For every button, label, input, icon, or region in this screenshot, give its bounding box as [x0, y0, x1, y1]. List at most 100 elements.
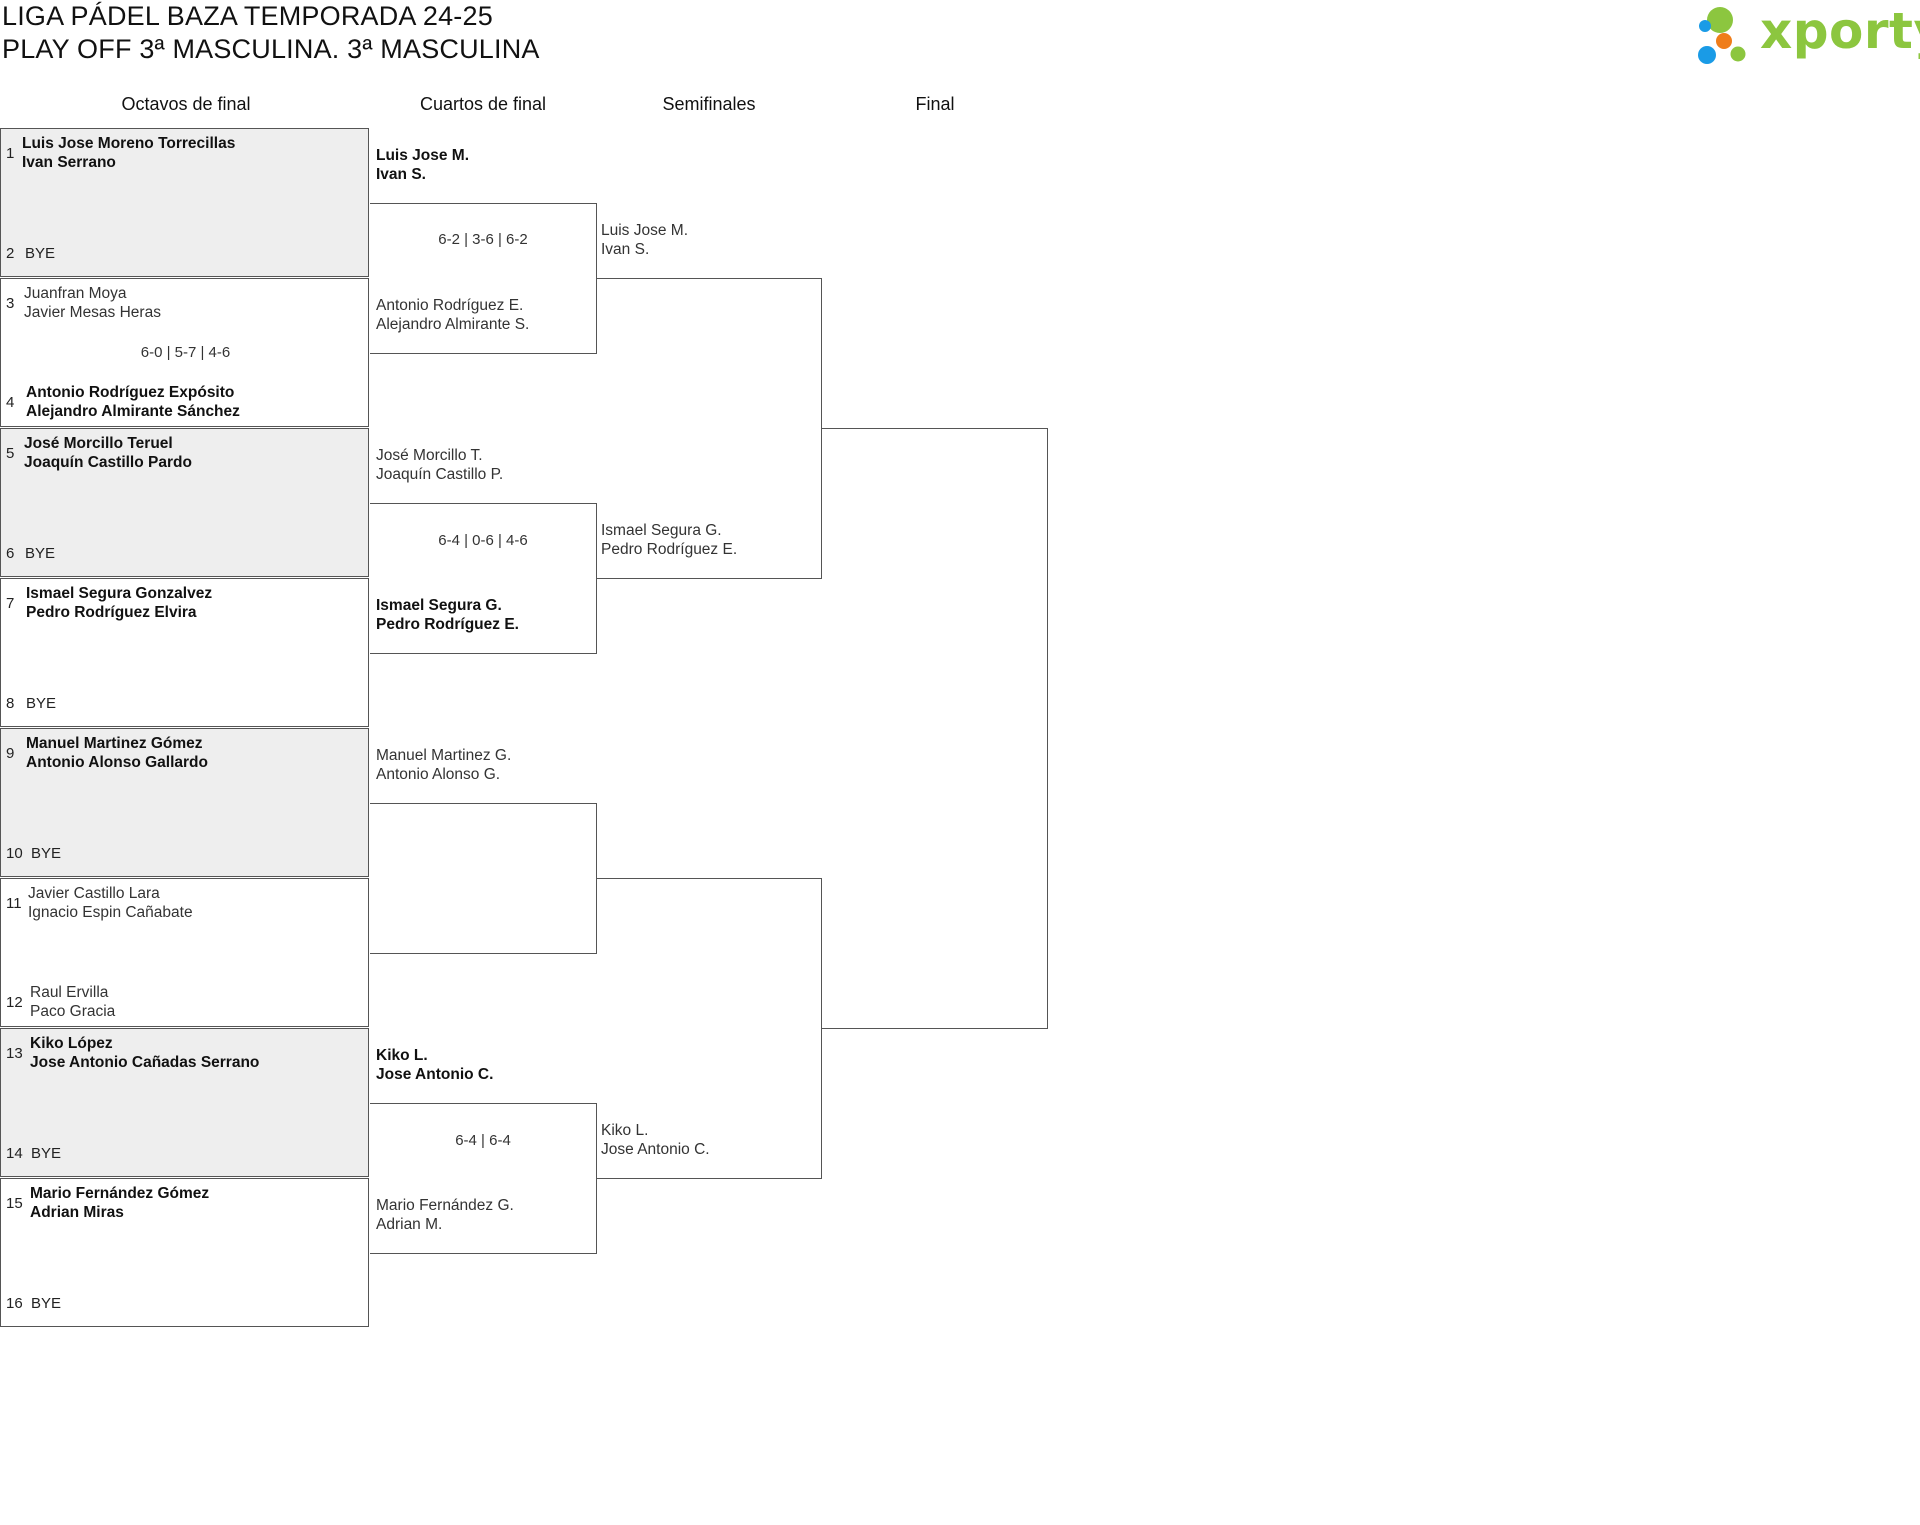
player-name: José Morcillo Teruel	[24, 435, 173, 452]
team-names: Javier Castillo Lara Ignacio Espin Cañab…	[28, 884, 193, 922]
seed-number: 7	[6, 595, 15, 612]
seed-number: 4	[6, 394, 15, 411]
octavos-match-2: 3 Juanfran Moya Javier Mesas Heras 6-0 |…	[0, 278, 369, 427]
semifinal-1-top-team: Luis Jose M. Ivan S.	[601, 221, 688, 259]
cuartos-3-top-team: Manuel Martinez G. Antonio Alonso G.	[376, 746, 511, 784]
seed-number: 3	[6, 295, 15, 312]
seed-number: 2	[6, 245, 15, 262]
player-name: Javier Castillo Lara	[28, 885, 160, 902]
player-name: José Morcillo T.	[376, 447, 483, 464]
player-name: Jose Antonio Cañadas Serrano	[30, 1054, 260, 1071]
cuartos-4-top-team: Kiko L. Jose Antonio C.	[376, 1046, 493, 1084]
octavos-match-6: 11 Javier Castillo Lara Ignacio Espin Ca…	[0, 878, 369, 1027]
player-name: Antonio Rodríguez Expósito	[26, 384, 235, 401]
team-names: Juanfran Moya Javier Mesas Heras	[24, 284, 161, 322]
seed-number: 6	[6, 545, 15, 562]
cuartos-4-bottom-team: Mario Fernández G. Adrian M.	[376, 1196, 514, 1234]
player-name: Juanfran Moya	[24, 285, 127, 302]
bye-label: BYE	[25, 245, 56, 262]
seed-number: 9	[6, 745, 15, 762]
bye-label: BYE	[25, 545, 56, 562]
player-name: Ignacio Espin Cañabate	[28, 904, 193, 921]
team-names: Manuel Martinez Gómez Antonio Alonso Gal…	[26, 734, 208, 772]
team-names: Antonio Rodríguez Expósito Alejandro Alm…	[26, 383, 240, 421]
team-names: Ismael Segura Gonzalvez Pedro Rodríguez …	[26, 584, 212, 622]
player-name: Pedro Rodríguez Elvira	[26, 604, 197, 621]
seed-number: 13	[6, 1045, 23, 1062]
cuartos-bracket-3	[370, 803, 597, 954]
team-names: Kiko López Jose Antonio Cañadas Serrano	[30, 1034, 259, 1072]
cuartos-2-score: 6-4 | 0-6 | 4-6	[438, 532, 528, 549]
player-name: Ismael Segura G.	[601, 522, 722, 539]
page-title-line1: LIGA PÁDEL BAZA TEMPORADA 24-25	[2, 1, 493, 31]
player-name: Pedro Rodríguez E.	[601, 541, 738, 558]
seed-number: 5	[6, 445, 15, 462]
seed-number: 10	[6, 845, 23, 862]
cuartos-1-score: 6-2 | 3-6 | 6-2	[438, 231, 528, 248]
team-names: José Morcillo Teruel Joaquín Castillo Pa…	[24, 434, 192, 472]
octavos-match-5: 9 Manuel Martinez Gómez Antonio Alonso G…	[0, 728, 369, 877]
final-bracket	[821, 428, 1048, 1029]
player-name: Ismael Segura G.	[376, 597, 502, 614]
player-name: Manuel Martinez Gómez	[26, 735, 203, 752]
cuartos-4-score: 6-4 | 6-4	[455, 1132, 511, 1149]
cuartos-2-top-team: José Morcillo T. Joaquín Castillo P.	[376, 446, 503, 484]
player-name: Luis Jose Moreno Torrecillas	[22, 135, 236, 152]
page-title-line2: PLAY OFF 3ª MASCULINA. 3ª MASCULINA	[2, 34, 540, 64]
player-name: Joaquín Castillo P.	[376, 466, 504, 483]
seed-number: 8	[6, 695, 15, 712]
octavos-match-3: 5 José Morcillo Teruel Joaquín Castillo …	[0, 428, 369, 577]
player-name: Antonio Alonso Gallardo	[26, 754, 208, 771]
seed-number: 1	[6, 145, 15, 162]
player-name: Adrian M.	[376, 1216, 443, 1233]
player-name: Mario Fernández Gómez	[30, 1185, 210, 1202]
octavos-match-1: 1 Luis Jose Moreno Torrecillas Ivan Serr…	[0, 128, 369, 277]
bye-label: BYE	[31, 845, 62, 862]
match-score: 6-0 | 5-7 | 4-6	[140, 344, 231, 361]
cuartos-2-bottom-team: Ismael Segura G. Pedro Rodríguez E.	[376, 596, 519, 634]
cuartos-1-top-team: Luis Jose M. Ivan S.	[376, 146, 469, 184]
player-name: Adrian Miras	[30, 1204, 124, 1221]
player-name: Ivan S.	[601, 241, 650, 258]
octavos-match-4: 7 Ismael Segura Gonzalvez Pedro Rodrígue…	[0, 578, 369, 727]
seed-number: 16	[6, 1295, 23, 1312]
round-header-final: Final	[915, 94, 955, 114]
player-name: Luis Jose M.	[601, 222, 689, 239]
player-name: Jose Antonio C.	[601, 1141, 710, 1158]
player-name: Alejandro Almirante Sánchez	[26, 403, 240, 420]
semifinal-2-bottom-team: Kiko L. Jose Antonio C.	[601, 1121, 710, 1159]
semifinal-1-bottom-team: Ismael Segura G. Pedro Rodríguez E.	[601, 521, 737, 559]
bye-label: BYE	[26, 695, 57, 712]
cuartos-1-bottom-team: Antonio Rodríguez E. Alejandro Almirante…	[376, 296, 529, 334]
player-name: Alejandro Almirante S.	[376, 316, 530, 333]
player-name: Joaquín Castillo Pardo	[24, 454, 192, 471]
logo-dots-icon	[1698, 7, 1746, 64]
round-header-semifinales: Semifinales	[662, 94, 756, 114]
player-name: Kiko L.	[376, 1047, 428, 1064]
player-name: Kiko López	[30, 1035, 113, 1052]
player-name: Paco Gracia	[30, 1003, 116, 1020]
bye-label: BYE	[31, 1295, 62, 1312]
octavos-match-8: 15 Mario Fernández Gómez Adrian Miras 16…	[0, 1178, 369, 1327]
player-name: Antonio Rodríguez E.	[376, 297, 524, 314]
player-name: Ismael Segura Gonzalvez	[26, 585, 213, 602]
round-header-cuartos: Cuartos de final	[419, 94, 547, 114]
player-name: Mario Fernández G.	[376, 1197, 514, 1214]
player-name: Ivan Serrano	[22, 154, 116, 171]
player-name: Ivan S.	[376, 166, 426, 183]
player-name: Raul Ervilla	[30, 984, 109, 1001]
seed-number: 12	[6, 994, 23, 1011]
player-name: Kiko L.	[601, 1122, 649, 1139]
bye-label: BYE	[31, 1145, 62, 1162]
player-name: Jose Antonio C.	[376, 1066, 494, 1083]
seed-number: 15	[6, 1195, 23, 1212]
player-name: Antonio Alonso G.	[376, 766, 501, 783]
xporty-logo: xporty	[1695, 2, 1920, 68]
seed-number: 14	[6, 1145, 23, 1162]
player-name: Manuel Martinez G.	[376, 747, 512, 764]
player-name: Pedro Rodríguez E.	[376, 616, 519, 633]
player-name: Luis Jose M.	[376, 147, 470, 164]
team-names: Luis Jose Moreno Torrecillas Ivan Serran…	[22, 134, 235, 172]
seed-number: 11	[6, 895, 22, 912]
